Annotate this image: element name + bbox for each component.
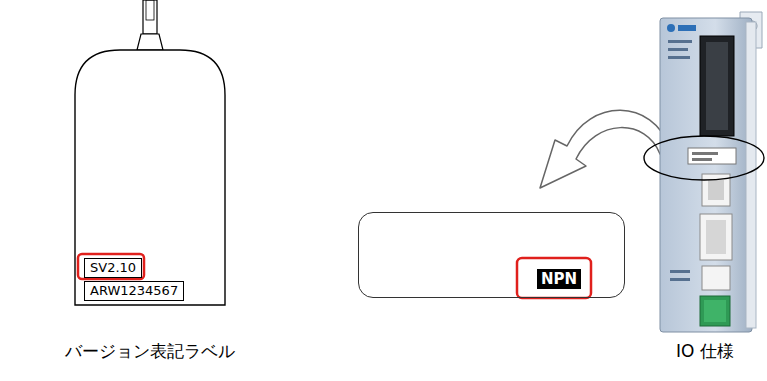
controller-photo bbox=[660, 12, 762, 332]
controller-photo bbox=[700, 36, 734, 136]
controller-photo bbox=[670, 270, 690, 273]
serial-label: ARW1234567 bbox=[84, 281, 184, 301]
controller-photo bbox=[702, 266, 730, 290]
controller-photo bbox=[700, 214, 732, 260]
controller-photo bbox=[708, 180, 724, 200]
handheld-unit bbox=[146, 0, 154, 20]
highlight-ellipse bbox=[644, 136, 764, 180]
controller-photo bbox=[706, 220, 726, 254]
caption: バージョン表記ラベル bbox=[65, 340, 235, 362]
controller-photo bbox=[692, 158, 712, 161]
handheld-unit bbox=[143, 0, 157, 34]
controller-photo bbox=[668, 48, 688, 51]
highlight-frame bbox=[517, 258, 591, 298]
controller-photo bbox=[688, 148, 736, 164]
version-label: SV2.10 bbox=[84, 258, 142, 278]
controller-photo bbox=[678, 25, 696, 31]
highlight-frame bbox=[78, 254, 144, 279]
label-text: NPN bbox=[537, 269, 581, 289]
controller-photo bbox=[660, 18, 752, 332]
controller-photo bbox=[704, 300, 726, 322]
controller-photo bbox=[668, 40, 692, 43]
handheld-unit bbox=[75, 50, 225, 305]
controller-photo bbox=[706, 42, 728, 130]
handheld-unit bbox=[75, 0, 225, 305]
curved-arrow bbox=[540, 110, 670, 188]
controller-photo bbox=[692, 152, 718, 155]
handheld-unit bbox=[137, 34, 163, 50]
callout-box: NPN bbox=[358, 212, 625, 298]
label-text: ARW1234567 bbox=[90, 283, 178, 299]
caption: IO 仕様 bbox=[676, 340, 734, 362]
label-text: SV2.10 bbox=[90, 260, 136, 276]
controller-photo bbox=[667, 24, 675, 32]
controller-photo bbox=[670, 278, 690, 281]
controller-photo bbox=[700, 296, 730, 326]
controller-photo bbox=[668, 56, 690, 59]
controller-photo bbox=[746, 22, 756, 328]
